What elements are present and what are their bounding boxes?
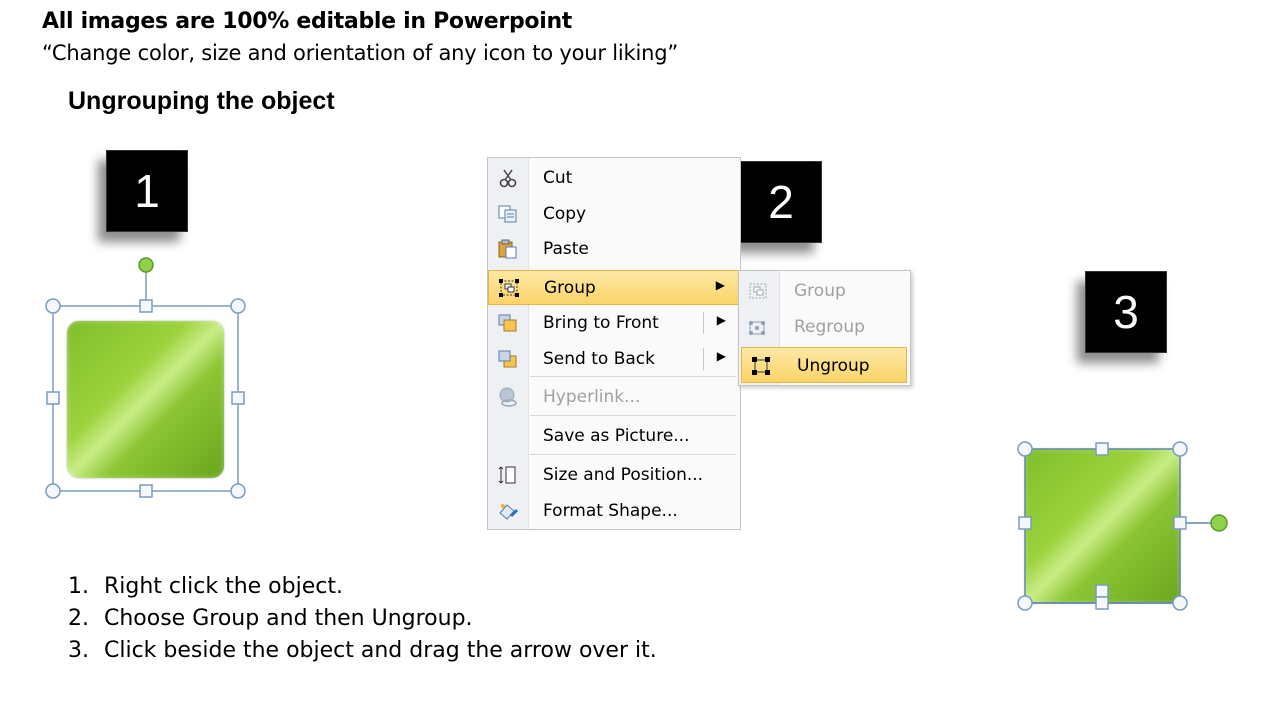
corner-handle[interactable] <box>1172 441 1188 457</box>
paste-icon <box>497 239 519 259</box>
group-icon <box>747 281 769 301</box>
corner-handle[interactable] <box>45 298 61 314</box>
context-menu: Cut Copy Paste Group ▶ Bring to Front ▶ … <box>487 157 741 530</box>
menu-item-label: Copy <box>543 204 587 224</box>
submenu-item-regroup: Regroup <box>739 309 910 345</box>
side-handle[interactable] <box>231 391 245 405</box>
corner-handle[interactable] <box>1017 595 1033 611</box>
menu-item-label: Send to Back <box>543 349 655 369</box>
group-icon <box>498 278 520 298</box>
submenu-arrow-icon: ▶ <box>716 313 726 327</box>
ungroup-icon <box>750 356 772 376</box>
regroup-icon <box>747 317 769 337</box>
menu-item-group[interactable]: Group ▶ <box>488 270 740 305</box>
menu-item-paste[interactable]: Paste <box>488 232 740 266</box>
menu-item-format-shape[interactable]: Format Shape... <box>488 494 740 528</box>
menu-item-label: Hyperlink... <box>543 387 641 407</box>
green-square-object[interactable] <box>67 321 224 478</box>
menu-separator <box>530 376 736 377</box>
size-position-icon <box>497 465 519 485</box>
step-badge-2: 2 <box>740 161 822 243</box>
bring-to-front-icon <box>497 313 519 333</box>
menu-separator <box>530 454 736 455</box>
submenu-item-label: Ungroup <box>797 356 870 376</box>
step-badge-1: 1 <box>106 150 188 232</box>
slide-title: Ungrouping the object <box>68 87 335 115</box>
side-handle[interactable] <box>1095 596 1109 610</box>
hyperlink-icon <box>497 387 519 407</box>
menu-item-label: Bring to Front <box>543 313 659 333</box>
rotation-handle[interactable] <box>1210 514 1228 532</box>
menu-item-label: Save as Picture... <box>543 426 690 446</box>
menu-item-label: Cut <box>543 168 573 188</box>
submenu-item-label: Group <box>794 281 846 301</box>
submenu-item-group: Group <box>739 273 910 309</box>
menu-item-label: Group <box>544 278 596 298</box>
corner-handle[interactable] <box>1172 595 1188 611</box>
menu-item-label: Format Shape... <box>543 501 678 521</box>
side-handle[interactable] <box>46 391 60 405</box>
group-submenu: Group Regroup Ungroup <box>738 270 911 386</box>
submenu-arrow-icon: ▶ <box>716 349 726 363</box>
submenu-arrow-icon: ▶ <box>715 278 725 292</box>
menu-separator <box>530 415 736 416</box>
menu-item-hyperlink: Hyperlink... <box>488 380 740 414</box>
corner-handle[interactable] <box>45 483 61 499</box>
side-handle[interactable] <box>139 484 153 498</box>
send-to-back-icon <box>497 349 519 369</box>
side-handle[interactable] <box>1095 584 1109 598</box>
format-shape-icon <box>497 501 519 521</box>
side-handle[interactable] <box>1173 516 1187 530</box>
step-badge-3: 3 <box>1085 271 1167 353</box>
rotation-handle[interactable] <box>138 257 154 273</box>
list-item: 3. Click beside the object and drag the … <box>68 638 657 663</box>
header-title: All images are 100% editable in Powerpoi… <box>42 9 573 34</box>
submenu-item-ungroup[interactable]: Ungroup <box>741 347 907 383</box>
side-handle[interactable] <box>139 299 153 313</box>
menu-item-cut[interactable]: Cut <box>488 161 740 195</box>
side-handle[interactable] <box>1018 516 1032 530</box>
menu-item-bring-to-front[interactable]: Bring to Front ▶ <box>488 306 740 340</box>
menu-item-label: Size and Position... <box>543 465 704 485</box>
side-handle[interactable] <box>1095 442 1109 456</box>
list-item: 1. Right click the object. <box>68 574 343 599</box>
menu-item-label: Paste <box>543 239 589 259</box>
submenu-item-label: Regroup <box>794 317 865 337</box>
green-square-ungrouped-object[interactable] <box>1025 449 1180 603</box>
steps-list: 1. Right click the object. 2. Choose Gro… <box>68 571 657 667</box>
corner-handle[interactable] <box>230 483 246 499</box>
scissors-icon <box>497 168 519 188</box>
list-item: 2. Choose Group and then Ungroup. <box>68 606 473 631</box>
menu-item-size-and-position[interactable]: Size and Position... <box>488 458 740 492</box>
corner-handle[interactable] <box>230 298 246 314</box>
menu-item-send-to-back[interactable]: Send to Back ▶ <box>488 342 740 376</box>
menu-item-save-as-picture[interactable]: Save as Picture... <box>488 419 740 453</box>
header-subtitle: “Change color, size and orientation of a… <box>42 41 679 65</box>
corner-handle[interactable] <box>1017 441 1033 457</box>
copy-icon <box>497 204 519 224</box>
menu-item-copy[interactable]: Copy <box>488 197 740 231</box>
